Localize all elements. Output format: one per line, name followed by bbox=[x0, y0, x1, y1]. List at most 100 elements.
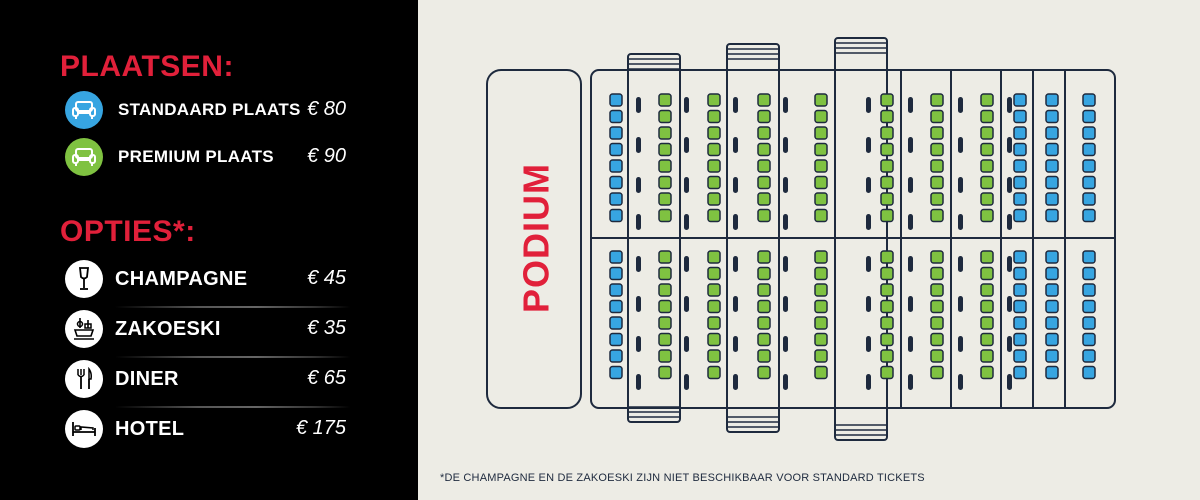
legend-label: STANDAARD PLAATS bbox=[118, 100, 301, 119]
table bbox=[1007, 214, 1012, 230]
seat-premium bbox=[980, 192, 994, 206]
seat-premium bbox=[880, 142, 894, 157]
seat-premium bbox=[658, 109, 672, 124]
seat-premium bbox=[980, 266, 994, 281]
seat-standard bbox=[1082, 109, 1096, 124]
table bbox=[958, 97, 963, 113]
option-price: € 45 bbox=[307, 267, 346, 289]
seat-premium bbox=[757, 299, 771, 314]
table bbox=[783, 256, 788, 272]
seat-premium bbox=[707, 266, 721, 281]
seat-standard bbox=[1045, 349, 1059, 363]
table bbox=[636, 214, 641, 230]
table bbox=[733, 97, 738, 113]
table bbox=[783, 296, 788, 312]
seat-premium bbox=[757, 159, 771, 173]
seat-premium bbox=[980, 93, 994, 107]
seat-premium bbox=[880, 208, 894, 223]
table bbox=[908, 256, 913, 272]
seat-standard bbox=[1082, 159, 1096, 173]
seat-premium bbox=[658, 332, 672, 347]
table bbox=[1007, 336, 1012, 352]
seat-premium bbox=[658, 316, 672, 330]
table bbox=[1007, 256, 1012, 272]
seat-premium bbox=[814, 142, 828, 157]
table bbox=[866, 97, 871, 113]
table bbox=[866, 296, 871, 312]
seat-premium bbox=[707, 349, 721, 363]
seat-standard bbox=[609, 159, 623, 173]
seat-premium bbox=[707, 299, 721, 314]
champagne-glass-icon bbox=[65, 260, 103, 298]
seat-premium bbox=[980, 332, 994, 347]
seat-standard bbox=[1013, 126, 1027, 140]
seat-premium bbox=[814, 250, 828, 264]
seat-standard bbox=[609, 93, 623, 107]
seat-premium bbox=[658, 365, 672, 380]
seat-premium bbox=[930, 316, 944, 330]
seat-standard bbox=[1045, 365, 1059, 380]
table bbox=[908, 296, 913, 312]
table bbox=[636, 336, 641, 352]
seat-premium bbox=[814, 93, 828, 107]
option-diner: DINER € 65 bbox=[65, 360, 350, 408]
table bbox=[958, 137, 963, 153]
seat-premium bbox=[930, 109, 944, 124]
table bbox=[783, 177, 788, 193]
seat-premium bbox=[980, 316, 994, 330]
seat-premium bbox=[980, 142, 994, 157]
seat-premium bbox=[880, 349, 894, 363]
seat-standard bbox=[609, 365, 623, 380]
seat-premium bbox=[930, 299, 944, 314]
seat-standard bbox=[609, 283, 623, 297]
seat-premium bbox=[814, 126, 828, 140]
seat-standard bbox=[1013, 208, 1027, 223]
seat-standard bbox=[1013, 332, 1027, 347]
table bbox=[684, 256, 689, 272]
seat-premium bbox=[880, 192, 894, 206]
seat-premium bbox=[658, 283, 672, 297]
table bbox=[1007, 177, 1012, 193]
seat-premium bbox=[707, 365, 721, 380]
divider bbox=[115, 306, 350, 308]
table bbox=[958, 336, 963, 352]
seat-premium bbox=[757, 109, 771, 124]
table bbox=[866, 256, 871, 272]
table bbox=[958, 177, 963, 193]
seat-premium bbox=[658, 250, 672, 264]
seat-premium bbox=[880, 109, 894, 124]
seat-premium bbox=[707, 159, 721, 173]
table bbox=[783, 214, 788, 230]
table bbox=[684, 374, 689, 390]
seat-standard bbox=[1082, 316, 1096, 330]
table bbox=[1007, 97, 1012, 113]
seat-standard bbox=[1082, 365, 1096, 380]
table bbox=[1007, 374, 1012, 390]
table bbox=[636, 137, 641, 153]
seat-standard bbox=[1013, 250, 1027, 264]
seat-standard bbox=[1082, 250, 1096, 264]
seat-premium bbox=[930, 192, 944, 206]
seat-premium bbox=[930, 332, 944, 347]
seat-standard bbox=[1045, 192, 1059, 206]
seat-premium bbox=[814, 208, 828, 223]
divider bbox=[115, 356, 350, 358]
table bbox=[684, 137, 689, 153]
tribune-box bbox=[627, 53, 681, 423]
fork-knife-icon bbox=[65, 360, 103, 398]
table bbox=[908, 177, 913, 193]
option-zakoeski: ZAKOESKI € 35 bbox=[65, 310, 350, 358]
seat-premium bbox=[980, 283, 994, 297]
seat-standard bbox=[1013, 365, 1027, 380]
seat-premium bbox=[658, 192, 672, 206]
table bbox=[733, 214, 738, 230]
seat-premium bbox=[757, 283, 771, 297]
seat-premium bbox=[814, 365, 828, 380]
seat-premium bbox=[880, 266, 894, 281]
table bbox=[783, 97, 788, 113]
seat-premium bbox=[980, 250, 994, 264]
legend-panel: PLAATSEN: STANDAARD PLAATS € 80 bbox=[0, 0, 418, 500]
option-label: HOTEL bbox=[115, 418, 185, 440]
seat-standard bbox=[1045, 250, 1059, 264]
seat-premium bbox=[980, 175, 994, 190]
